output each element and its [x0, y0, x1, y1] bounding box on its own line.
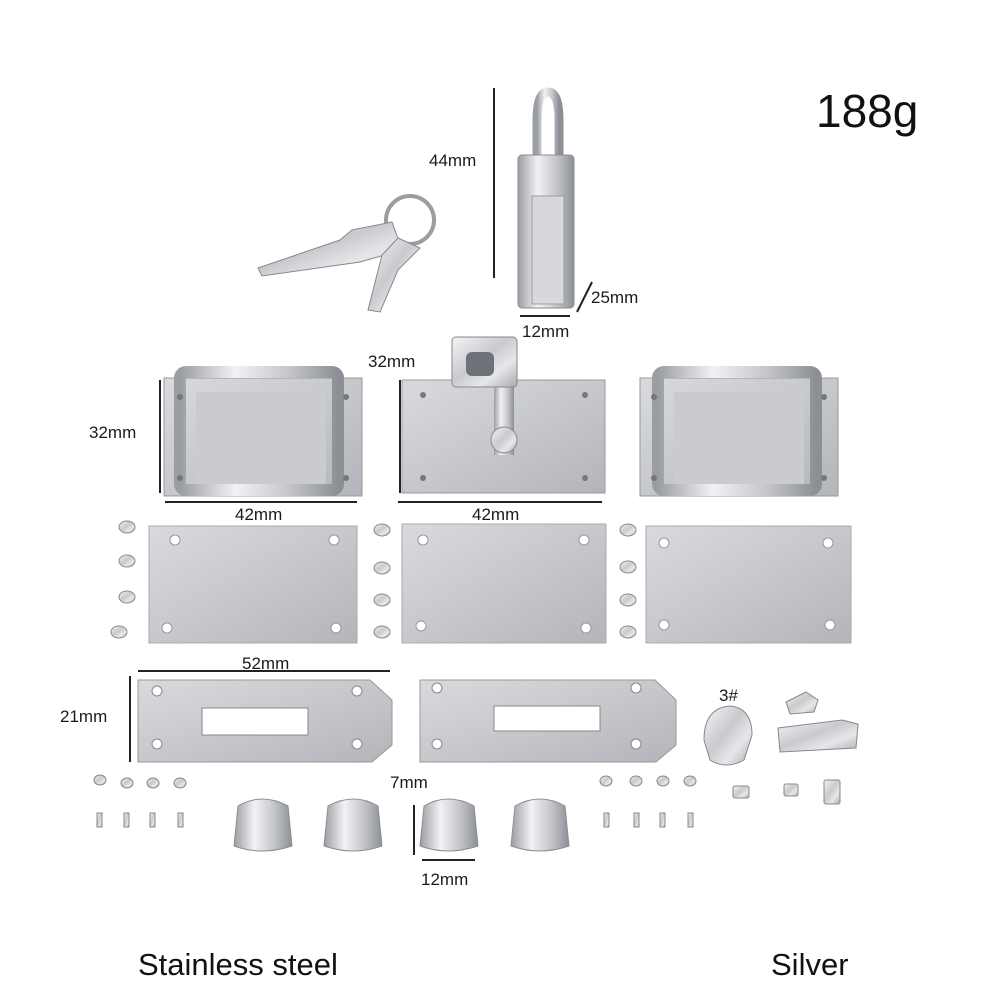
strap-height-label: 21mm	[60, 707, 108, 726]
lock-width-label: 12mm	[522, 322, 570, 341]
color-label: Silver	[771, 947, 849, 982]
knob-width-label: 12mm	[421, 870, 469, 889]
dimension-lines	[129, 88, 602, 861]
zipper-parts	[703, 691, 859, 805]
strap-length-label: 52mm	[242, 654, 290, 673]
plate-width-mid-label: 42mm	[472, 505, 520, 524]
padlock	[517, 87, 575, 309]
material-label: Stainless steel	[138, 947, 338, 982]
backing-plates	[148, 523, 852, 644]
screws	[93, 774, 697, 828]
product-weight: 188g	[816, 85, 919, 137]
plate-height-label: 32mm	[89, 423, 137, 442]
feet-knobs	[233, 798, 570, 852]
lock-depth-label: 25mm	[591, 288, 639, 307]
lock-height-label: 44mm	[429, 151, 477, 170]
plate-width-left-label: 42mm	[235, 505, 283, 524]
hasp-right	[639, 366, 839, 497]
zipper-size-label: 3#	[719, 686, 738, 705]
knob-height-label: 7mm	[390, 773, 428, 792]
hasp-straps	[137, 679, 677, 763]
staple-height-label: 32mm	[368, 352, 416, 371]
staple-plate	[401, 336, 606, 494]
rivets	[110, 520, 637, 639]
keys	[257, 194, 436, 313]
hasp-left	[163, 366, 363, 497]
